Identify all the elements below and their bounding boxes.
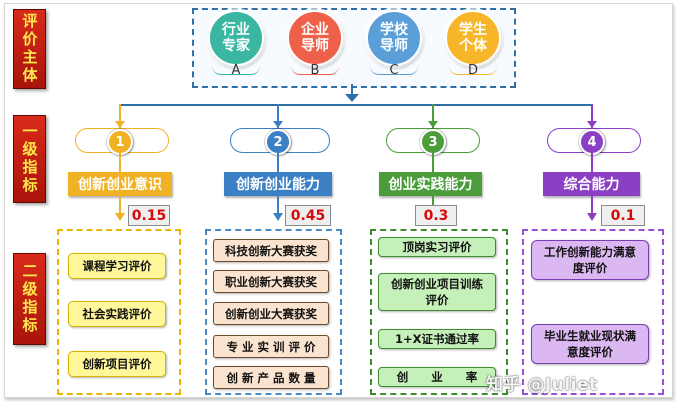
evaluator-name: 学校导师 (380, 22, 408, 54)
indicator-weight: 0.1 (601, 205, 645, 226)
evaluator-letter: C (389, 63, 399, 78)
sub-indicator-group (522, 229, 664, 395)
indicator-name: 创新创业能力 (224, 172, 332, 196)
evaluator-swirl (370, 66, 418, 75)
indicator-stem (277, 152, 279, 172)
evaluator-swirl (212, 66, 260, 75)
weight-arrow-head (115, 213, 125, 221)
sub-indicator-item: 毕业生就业现状满意度评价 (531, 324, 649, 364)
sub-indicator-group (205, 229, 342, 395)
indicator-stem (432, 152, 434, 172)
sub-indicator-group (57, 229, 181, 395)
indicator-number: 3 (420, 129, 446, 155)
evaluator-name: 企业导师 (301, 22, 329, 54)
sub-indicator-item: 职业创新大赛获奖 (213, 270, 329, 293)
indicator-arrow-head (587, 121, 597, 128)
watermark: 知乎 @Juliet (486, 375, 598, 395)
sub-indicator-item: 创新创业大赛获奖 (213, 302, 329, 325)
evaluator-circle: 企业导师 (287, 10, 343, 66)
indicator-number: 1 (107, 129, 133, 155)
indicator-weight: 0.15 (128, 205, 170, 226)
sub-indicator-item: 课程学习评价 (68, 253, 166, 279)
sub-indicator-item: 工作创新能力满意度评价 (531, 240, 649, 280)
main-arrow-head (345, 94, 359, 102)
indicator-weight: 0.3 (415, 205, 457, 226)
indicator-arrow-head (273, 121, 283, 128)
indicator-connector (591, 104, 593, 128)
main-connector (351, 84, 353, 96)
sub-indicator-item: 1+X证书通过率 (378, 329, 496, 349)
indicator-connector (277, 104, 279, 128)
sub-indicator-item: 创 业 率 (378, 367, 496, 387)
indicator-stem (591, 152, 593, 172)
weight-arrow-head (273, 213, 283, 221)
evaluator-letter: D (467, 63, 478, 78)
evaluator-circle: 学生个体 (445, 10, 501, 66)
side-label-level2: 二级指标 (13, 253, 46, 345)
evaluator-swirl (449, 66, 497, 75)
indicator-connector (432, 104, 434, 128)
evaluator-name: 学生个体 (459, 22, 487, 54)
indicator-name: 综合能力 (543, 172, 640, 196)
sub-indicator-group (370, 229, 508, 395)
indicator-connector (119, 104, 121, 128)
indicator-arrow-head (428, 121, 438, 128)
weight-connector (119, 196, 121, 214)
sub-indicator-item: 顶岗实习评价 (378, 237, 496, 257)
sub-indicator-item: 创新创业项目训练评价 (378, 273, 496, 311)
sub-indicator-item: 社会实践评价 (68, 301, 166, 327)
sub-indicator-item: 创新项目评价 (68, 351, 166, 377)
side-label-level1: 一级指标 (13, 115, 46, 203)
evaluator-circle: 行业专家 (208, 10, 264, 66)
indicator-weight: 0.45 (285, 205, 331, 226)
indicator-name: 创业实践能力 (379, 172, 482, 196)
evaluator-name: 行业专家 (222, 22, 250, 54)
sub-indicator-item: 创 新 产 品 数 量 (213, 366, 329, 389)
indicator-arrow-head (115, 121, 125, 128)
weight-connector (591, 196, 593, 214)
evaluator-circle: 学校导师 (366, 10, 422, 66)
indicator-name: 创新创业意识 (68, 172, 172, 196)
branch-line (120, 104, 592, 106)
evaluator-letter: B (310, 63, 320, 78)
weight-arrow-head (587, 213, 597, 221)
weight-connector (277, 196, 279, 214)
side-label-evaluator: 评价主体 (13, 9, 46, 89)
evaluator-swirl (291, 66, 339, 75)
sub-indicator-item: 专 业 实 训 评 价 (213, 335, 329, 358)
sub-indicator-item: 科技创新大赛获奖 (213, 239, 329, 262)
evaluator-letter: A (231, 63, 241, 78)
indicator-stem (119, 152, 121, 172)
